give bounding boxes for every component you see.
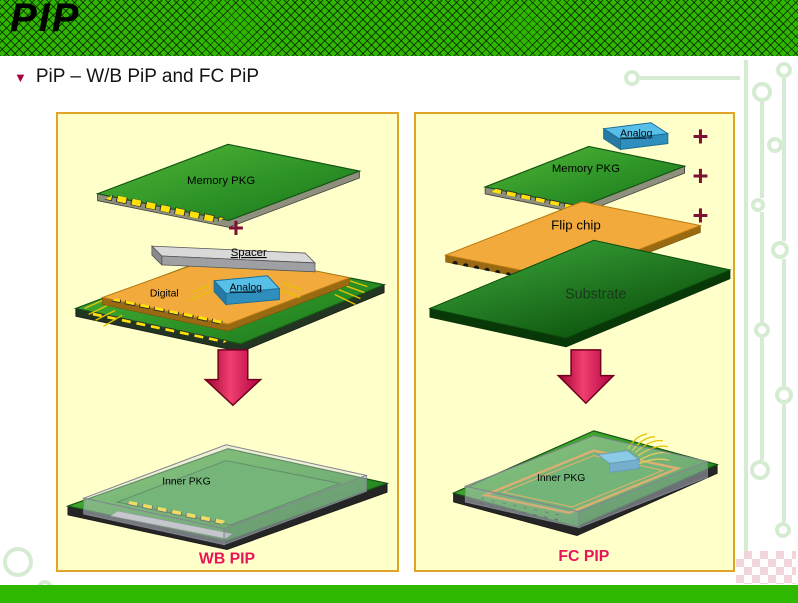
package-pads [109, 298, 225, 326]
plus-sign-mid: + [692, 160, 708, 191]
wb-pip-diagram: Memory PKG + [65, 143, 390, 567]
inner-board-pads [123, 501, 227, 526]
memory-pkg-label: Memory PKG [187, 175, 255, 187]
bond-wires-left [84, 298, 123, 327]
digital-chip-label: Digital [150, 289, 179, 300]
bond-wires-chip [189, 282, 303, 302]
memory-pkg-board: Memory PKG [483, 145, 687, 215]
wb-pip-caption: WB PIP [199, 550, 255, 567]
substrate-pads [87, 309, 231, 343]
substrate-label: Substrate [565, 287, 626, 303]
memory-pkg-pads [491, 186, 580, 209]
wb-inner-package-assembly: Inner PKG [65, 444, 390, 550]
banner: PIP [0, 0, 798, 56]
plus-sign-bottom: + [692, 199, 708, 230]
analog-chip-label: Analog [620, 129, 652, 140]
analog-chip: Analog [602, 122, 670, 151]
spacer-bar: Spacer [150, 245, 316, 273]
fc-inner-package-assembly: Inner PKG [451, 430, 719, 536]
analog-chip: Analog [213, 275, 281, 306]
watermark [736, 551, 796, 584]
banner-title: PIP [10, 0, 81, 40]
mold-cap-front-right [578, 460, 708, 529]
fc-pip-caption: FC PIP [558, 548, 609, 565]
fc-pip-diagram: Analog + Memory PKG + Flip chip + [428, 120, 732, 565]
memory-pkg-pads [104, 194, 226, 223]
heading-text: PiP – W/B PiP and FC PiP [35, 66, 260, 87]
substrate-ring-inner [500, 454, 665, 508]
heading-bullet-icon: ▼ [14, 69, 27, 85]
spacer-label: Spacer [231, 247, 267, 259]
slide-heading: ▼ PiP – W/B PiP and FC PiP [14, 66, 259, 88]
wb-pip-panel: Memory PKG + [56, 112, 399, 572]
stacked-package: Spacer Analog Digital [73, 245, 387, 353]
plus-sign: + [228, 212, 244, 243]
memory-pkg-label: Memory PKG [552, 163, 620, 175]
inner-pkg-label: Inner PKG [537, 473, 585, 484]
process-arrow [203, 349, 263, 407]
substrate-board: Substrate [428, 239, 732, 348]
process-arrow [556, 349, 616, 405]
inner-pkg-label: Inner PKG [162, 476, 210, 487]
inner-bond-wires [627, 433, 671, 465]
inner-analog-chip [596, 450, 641, 473]
plus-sign-top: + [692, 120, 708, 151]
analog-chip-label: Analog [230, 283, 262, 294]
fc-pip-panel: Analog + Memory PKG + Flip chip + [414, 112, 735, 572]
bottom-bar [0, 585, 798, 603]
memory-pkg-board: Memory PKG [95, 143, 362, 228]
flip-chip-label: Flip chip [551, 217, 601, 232]
mold-cap-front-right [223, 474, 367, 546]
